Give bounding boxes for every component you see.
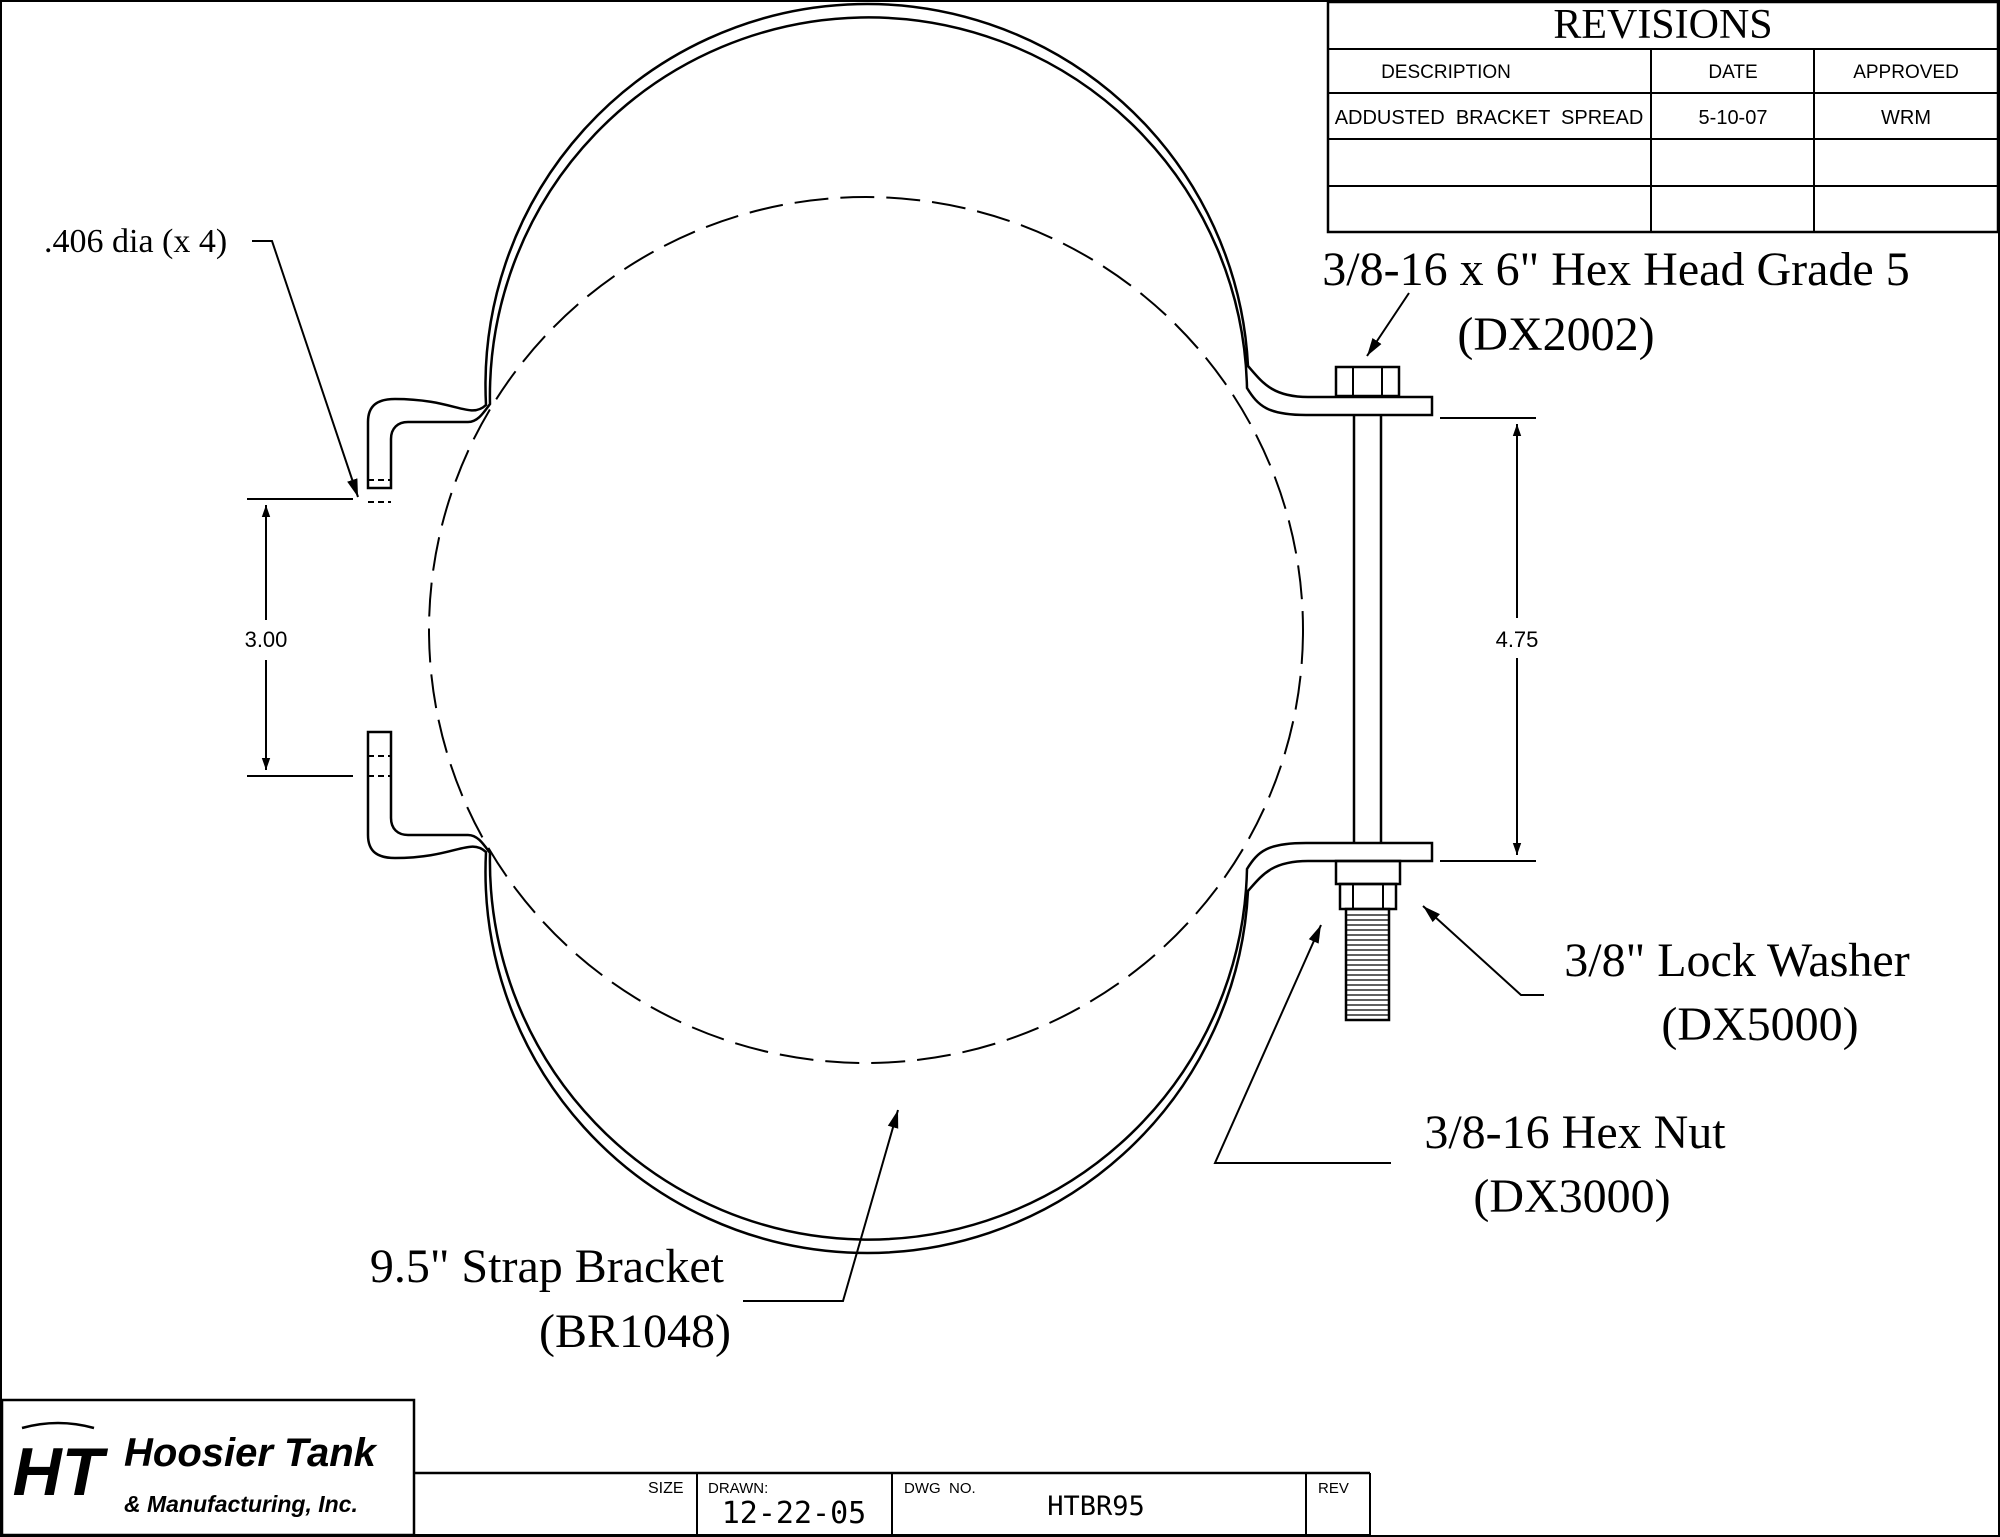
- company-name: Hoosier Tank: [124, 1431, 378, 1475]
- callout-hole-dia-text: .406 dia (x 4): [44, 223, 227, 260]
- bracket-outer-profile-lower: [366, 730, 1434, 1255]
- dwg-no-label: DWG NO.: [904, 1480, 976, 1497]
- callout-washer-line1: 3/8" Lock Washer: [1564, 934, 1909, 987]
- revisions-header-approved: APPROVED: [1853, 62, 1959, 83]
- bolt-threads: [1346, 914, 1389, 1016]
- callout-hole-dia-leader: [252, 240, 359, 498]
- size-label: SIZE: [648, 1480, 684, 1497]
- revisions-table: REVISIONS DESCRIPTION DATE APPROVED ADDU…: [1326, 0, 2000, 234]
- strap-bracket: [366, 2, 1434, 1255]
- hex-nut: [1338, 882, 1398, 911]
- rev-label: REV: [1318, 1480, 1349, 1497]
- dimension-right-value: 4.75: [1496, 627, 1539, 652]
- callout-nut-leader: [1213, 924, 1391, 1164]
- revisions-header-description: DESCRIPTION: [1381, 62, 1511, 83]
- bracket-outer-profile: [366, 2, 1434, 490]
- left-dimension: 3.00: [245, 498, 353, 777]
- callout-bolt-line2: (DX2002): [1457, 308, 1654, 361]
- callout-bolt-leader: [1366, 292, 1410, 357]
- title-block: HT Hoosier Tank & Manufacturing, Inc. SI…: [0, 1398, 1371, 1537]
- drawn-date: 12-22-05: [722, 1496, 867, 1531]
- drawn-label: DRAWN:: [708, 1480, 768, 1497]
- callout-bracket-line1: 9.5" Strap Bracket: [370, 1240, 725, 1293]
- right-dimension: 4.75: [1440, 417, 1539, 862]
- callout-bolt: 3/8-16 x 6" Hex Head Grade 5 (DX2002): [1322, 243, 1909, 361]
- callout-bolt-line1: 3/8-16 x 6" Hex Head Grade 5: [1322, 243, 1909, 296]
- callout-nut-line1: 3/8-16 Hex Nut: [1424, 1106, 1726, 1159]
- company-logo-mark: HT: [13, 1434, 109, 1510]
- callout-nut: 3/8-16 Hex Nut (DX3000): [1213, 924, 1726, 1223]
- callout-bracket-line2: (BR1048): [539, 1305, 731, 1358]
- bolt-assembly: [1334, 365, 1402, 1022]
- dimension-left-value: 3.00: [245, 627, 288, 652]
- revisions-title: REVISIONS: [1553, 2, 1772, 48]
- dwg-no-value: HTBR95: [1047, 1491, 1145, 1522]
- company-name-line2: & Manufacturing, Inc.: [124, 1491, 358, 1517]
- lock-washer: [1334, 859, 1402, 886]
- callout-bracket: 9.5" Strap Bracket (BR1048): [370, 1109, 899, 1358]
- callout-washer-leader: [1422, 905, 1544, 996]
- logo-box: [0, 1398, 416, 1537]
- bolt-head: [1334, 365, 1401, 398]
- revision-row-description: ADDUSTED BRACKET SPREAD: [1335, 107, 1644, 129]
- callout-washer: 3/8" Lock Washer (DX5000): [1422, 905, 1910, 1051]
- revisions-header-date: DATE: [1708, 62, 1757, 83]
- callout-washer-line2: (DX5000): [1661, 998, 1858, 1051]
- revision-row-date: 5-10-07: [1699, 107, 1768, 129]
- revision-row-approved: WRM: [1881, 107, 1931, 129]
- revisions-frame: [1326, 0, 2000, 234]
- pipe-outline-dashed: [428, 196, 1304, 1064]
- callout-hole-dia: .406 dia (x 4): [44, 223, 359, 498]
- callout-bracket-leader: [743, 1109, 899, 1302]
- logo-arc: [21, 1421, 95, 1430]
- callout-nut-line2: (DX3000): [1473, 1170, 1670, 1223]
